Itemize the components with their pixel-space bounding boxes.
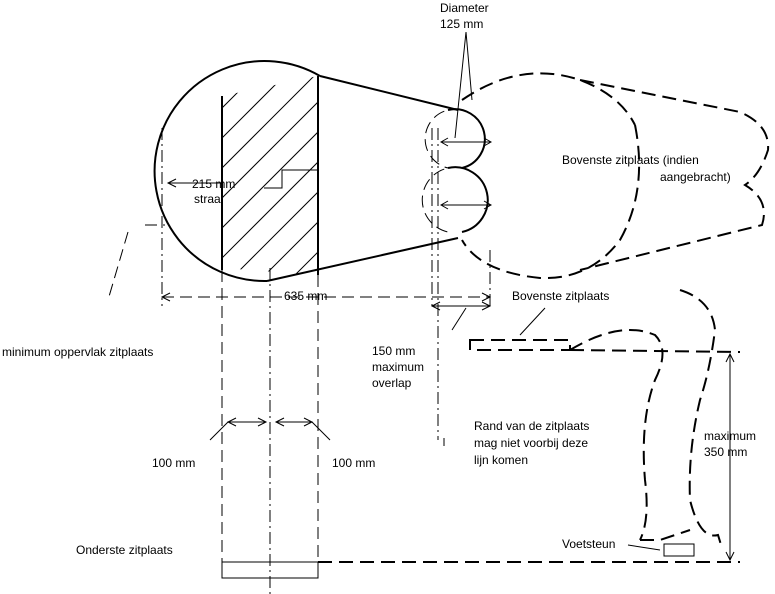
overlap-line3: overlap (372, 376, 412, 390)
edge-line3: lijn komen (474, 453, 528, 467)
radius-value: 215 mm (192, 177, 235, 191)
max-line2: 350 mm (704, 445, 747, 459)
min-surface-label: minimum oppervlak zitplaats (2, 345, 153, 359)
edge-line2: mag niet voorbij deze (474, 436, 588, 450)
max-line1: maximum (704, 429, 756, 443)
upper-seat-label: Bovenste zitplaats (512, 289, 609, 303)
leg-and-footrest (318, 289, 741, 563)
overlap-line1: 150 mm (372, 344, 415, 358)
guide-lines (107, 128, 492, 594)
diameter-value: 125 mm (440, 17, 483, 31)
overlap-line2: maximum (372, 360, 424, 374)
upper-seat-optional-line2: aangebracht) (660, 170, 731, 184)
diameter-label: Diameter (440, 1, 489, 15)
lower-seat-label: Onderste zitplaats (76, 543, 173, 557)
footrest-label: Voetsteun (562, 537, 615, 551)
lower-seat-outline (153, 60, 459, 283)
width-635: 635 mm (284, 289, 327, 303)
dim-100-right: 100 mm (332, 456, 375, 470)
radius-word: straal (194, 192, 223, 206)
upper-seat-outline (461, 72, 770, 280)
edge-line1: Rand van de zitplaats (474, 419, 589, 433)
front-lobes (421, 31, 493, 233)
upper-seat-optional-line1: Bovenste zitplaats (indien (562, 153, 699, 167)
hatched-section (221, 76, 319, 275)
dim-100-left: 100 mm (152, 456, 195, 470)
